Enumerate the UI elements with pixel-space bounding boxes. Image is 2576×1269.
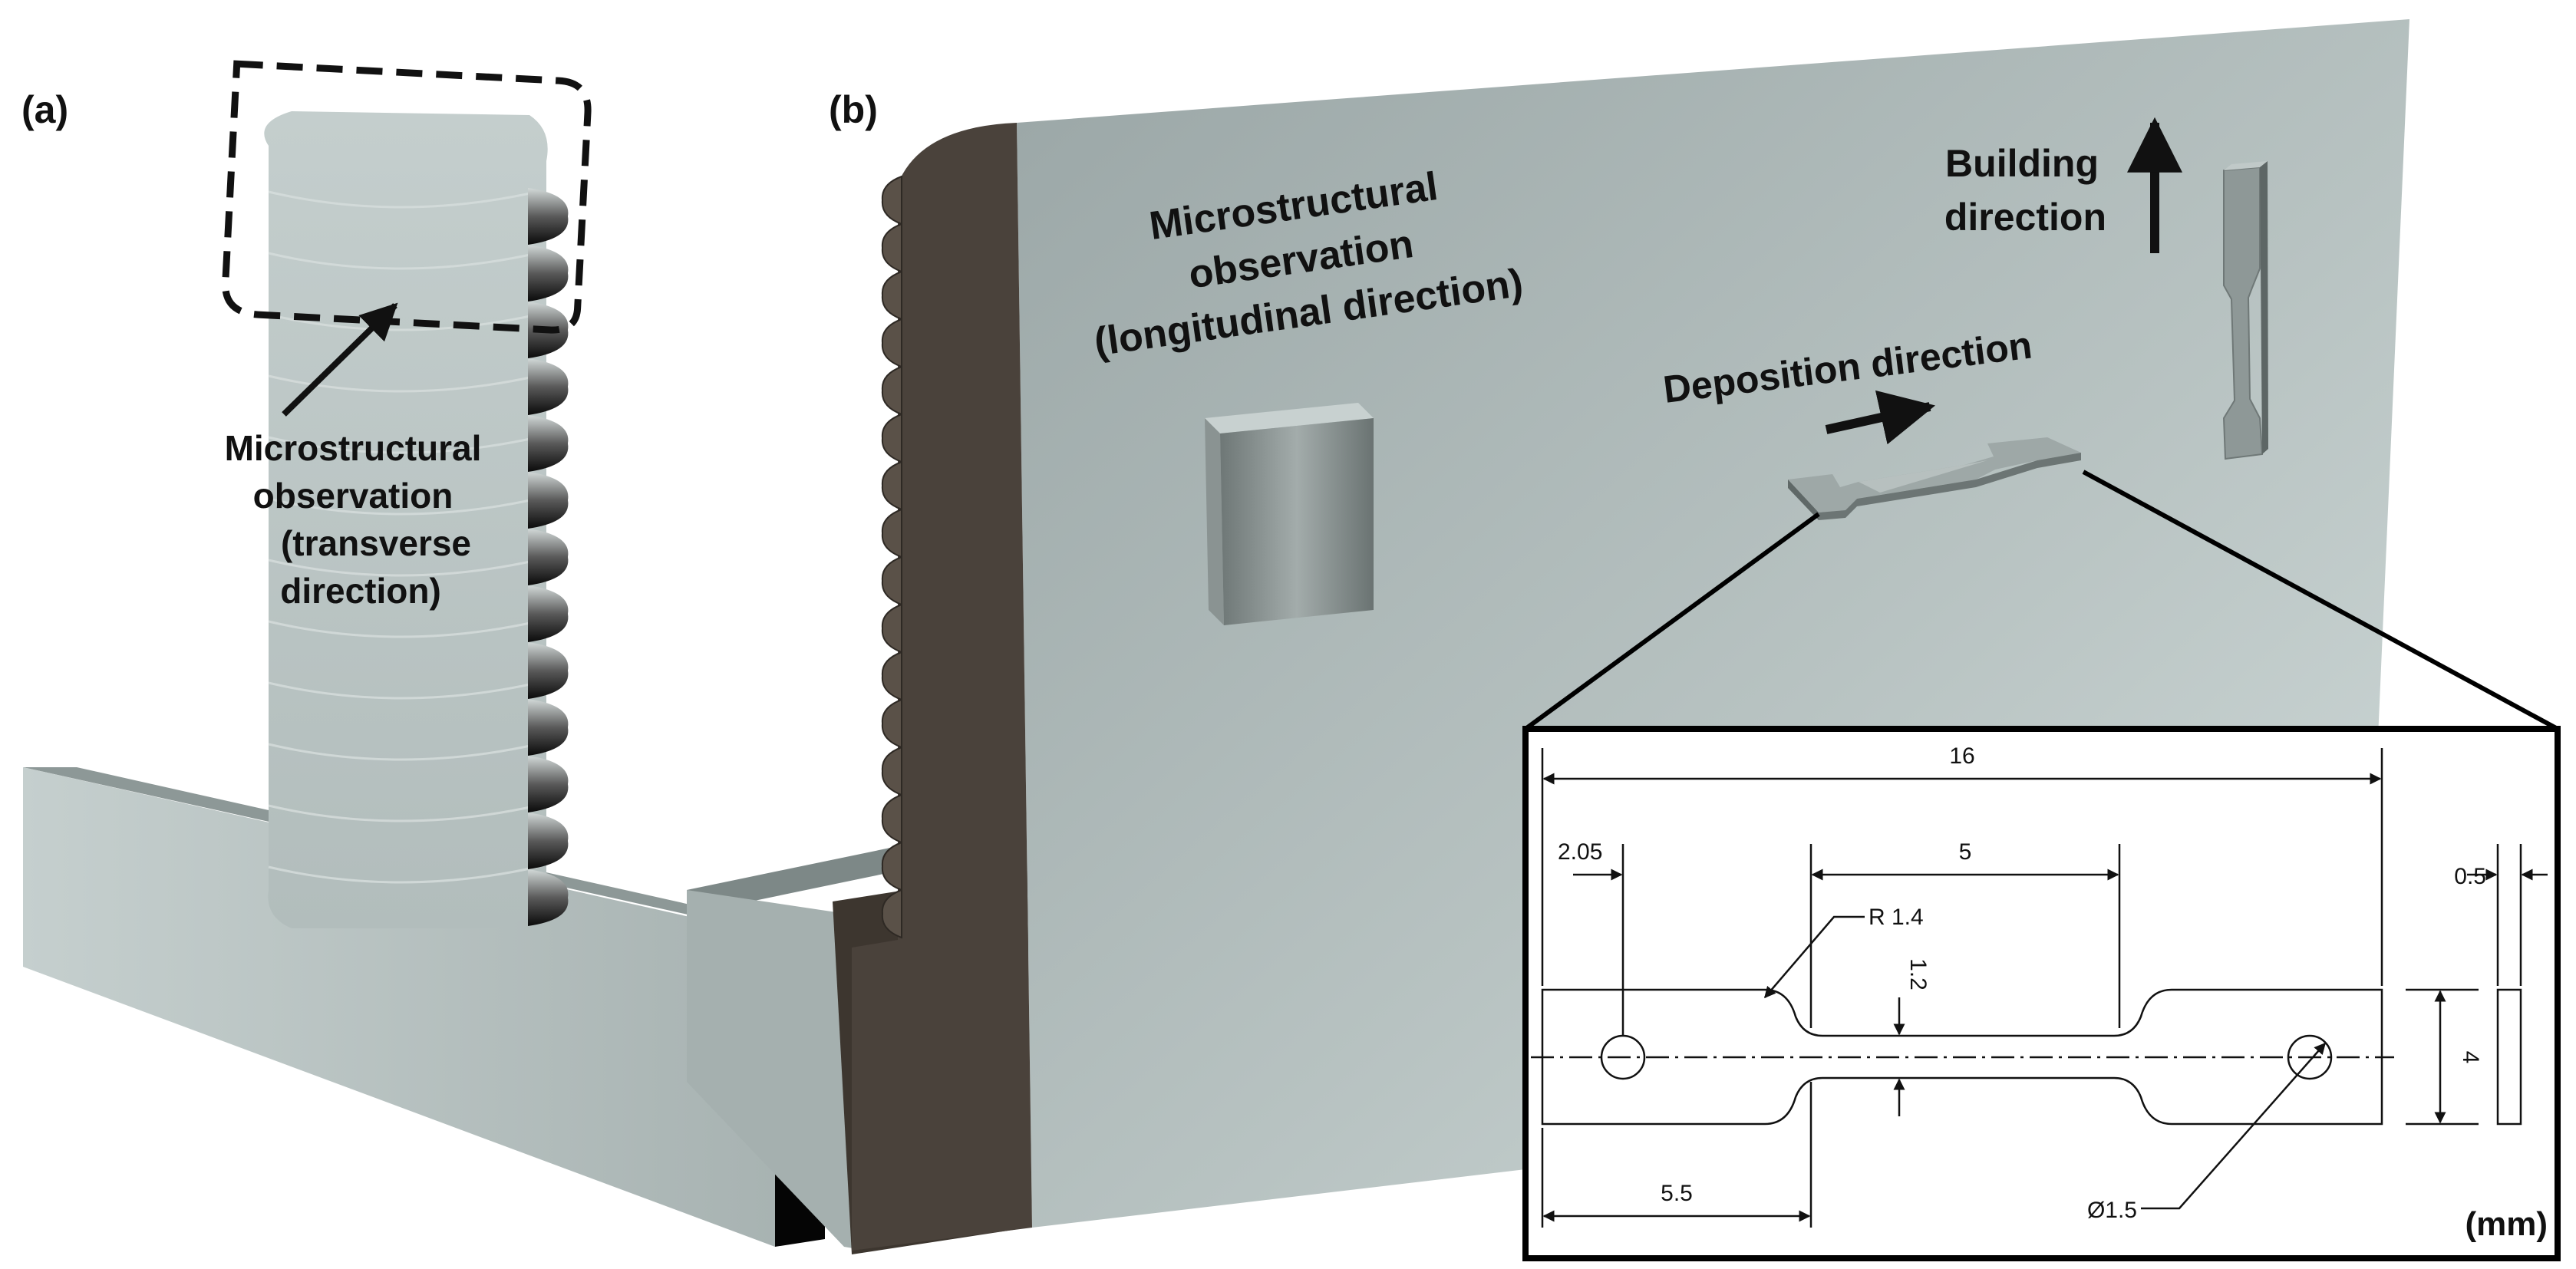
bead-bump: [881, 175, 902, 226]
panel-b-plate-edge: [852, 123, 1032, 1251]
microstructure-sample: [1205, 403, 1374, 625]
panel-a-callout-line-2: observation: [253, 476, 454, 516]
bead-bump: [528, 358, 569, 415]
panel-b-label: (b): [829, 88, 878, 131]
bead-bump: [528, 699, 569, 756]
inset-unit: (mm): [2465, 1205, 2548, 1243]
dim-gauge-width: 1.2: [1905, 958, 1931, 990]
panel-a-callout-line-3: (transverse: [281, 523, 471, 563]
hole-leader: [2141, 1042, 2326, 1210]
inset-frame: [1522, 726, 2561, 1261]
panel-a-callout-line-1: Microstructural: [225, 428, 482, 468]
panel-b-base-top: [687, 848, 917, 909]
thickness-view: [2496, 988, 2522, 1126]
bead-bump: [528, 585, 569, 642]
dim-width: 4: [2458, 1051, 2483, 1064]
specimen-drawing-inset: 16 2.05 5 0.5 R 1.4 1.2 4 5.5 Ø1.5 (mm): [1522, 726, 2561, 1261]
bead-bump: [528, 188, 569, 245]
bead-bump: [881, 841, 902, 892]
dim-grip-length: 5.5: [1661, 1181, 1693, 1206]
bead-bump: [528, 642, 569, 699]
zoom-line-right: [2082, 470, 2559, 731]
bead-bump: [528, 812, 569, 869]
panel-a-base-front: [23, 767, 775, 1247]
bead-bump: [528, 756, 569, 812]
dim-hole-diameter: Ø1.5: [2087, 1198, 2137, 1223]
bead-bump: [528, 415, 569, 472]
panel-a-dashed-box: [222, 60, 592, 334]
bead-bump: [881, 555, 902, 606]
bead-bump: [881, 651, 902, 701]
bead-bump: [881, 746, 902, 796]
dim-gauge-length: 5: [1959, 839, 1972, 865]
panel-a-callout-line-4: direction): [280, 571, 441, 611]
dim-overall-length: 16: [1949, 743, 1974, 769]
panel-b-bead-edge: [881, 175, 902, 939]
bead-bump: [881, 508, 902, 559]
bead-bump: [881, 460, 902, 511]
panel-a-callout-arrow: [282, 302, 398, 417]
panel-a-layer-lines: [268, 190, 538, 884]
deposition-direction-arrow: [1825, 390, 1936, 445]
bead-bump: [528, 245, 569, 302]
bead-bump: [528, 869, 569, 926]
bead-bump: [881, 603, 902, 654]
panel-a-callout-text: Microstructural observation (transverse …: [225, 428, 482, 611]
bead-bump: [881, 413, 902, 463]
panel-a: (a) Microstructural observation (transve…: [21, 60, 825, 1247]
bead-bump: [528, 472, 569, 529]
zoom-line-left: [1524, 512, 1820, 731]
bead-bump: [881, 222, 902, 273]
dim-fillet-radius: R 1.4: [1869, 905, 1924, 930]
specimen-hole-right: [2287, 1034, 2333, 1080]
panel-a-bead-edge: [528, 188, 569, 926]
dim-thickness: 0.5: [2454, 864, 2486, 889]
panel-a-label: (a): [21, 88, 68, 131]
bead-bump: [881, 698, 902, 749]
dim-hole-offset: 2.05: [1558, 839, 1602, 865]
bead-bump: [881, 365, 902, 416]
bead-bump: [881, 793, 902, 844]
bead-bump: [528, 529, 569, 585]
building-direction-line-2: direction: [1944, 196, 2106, 239]
panel-b-base-front: [687, 890, 867, 1251]
bead-bump: [881, 270, 902, 321]
fillet-leader: [1764, 915, 1865, 999]
vertical-tensile-specimen: [2222, 161, 2268, 460]
panel-a-wall: [264, 111, 548, 928]
bead-bump: [881, 888, 902, 939]
specimen-outline: [1541, 988, 2383, 1126]
bead-bump: [881, 318, 902, 368]
horizontal-tensile-specimen: [1788, 437, 2081, 520]
building-direction-line-1: Building: [1945, 142, 2099, 185]
